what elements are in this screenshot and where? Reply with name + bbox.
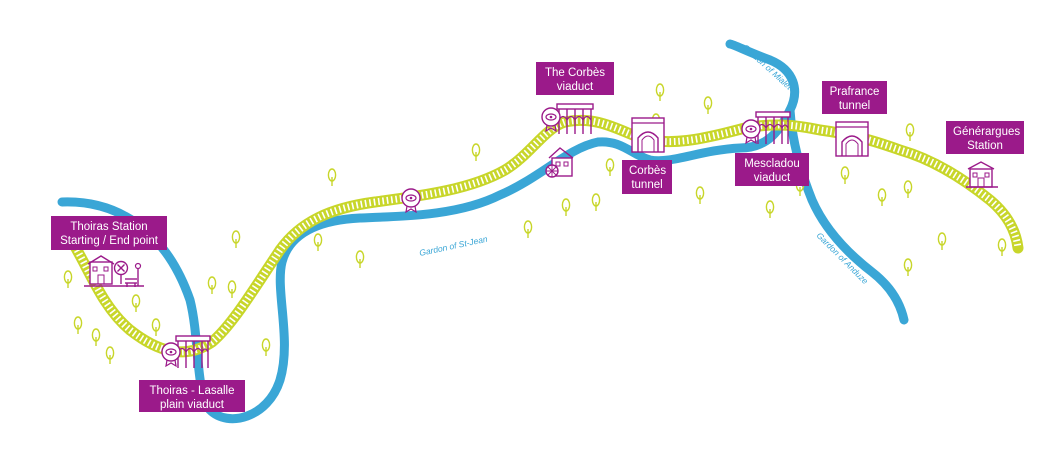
label-line: Thoiras - Lasalle: [149, 385, 235, 397]
station-building-icon: [966, 161, 998, 188]
no-entry-sign-icon: [113, 260, 129, 284]
station-building-icon: [87, 255, 115, 285]
tree-icon: [91, 328, 101, 347]
tree-icon: [355, 250, 365, 269]
label-line: Starting / End point: [60, 235, 158, 247]
river-label-st-jean: Gardon of St-Jean: [418, 234, 488, 258]
label-line: The Corbès: [544, 67, 606, 79]
label-line: Mescladou: [744, 158, 800, 170]
label-line: Thoiras Station: [70, 221, 148, 233]
street-lamp-icon: [134, 262, 142, 286]
river-gardon-anduze: [785, 105, 909, 325]
viewpoint-badge-icon: [741, 119, 761, 145]
tree-icon: [231, 230, 241, 249]
water-mill-house-icon: [545, 147, 574, 178]
tree-icon: [655, 83, 665, 102]
tree-icon: [207, 276, 217, 295]
tree-icon: [63, 270, 73, 289]
viewpoint-badge-icon: [161, 342, 181, 368]
rivers-layer: [57, 39, 909, 424]
tree-icon: [765, 200, 775, 219]
railway-track: [62, 114, 1024, 358]
railway-layer: [62, 114, 1024, 358]
tree-icon: [105, 346, 115, 365]
label-line: tunnel: [838, 100, 871, 112]
tree-icon: [605, 158, 615, 177]
tunnel-portal-icon: [631, 117, 665, 153]
label-corbes-viaduct: The Corbès viaduct: [536, 62, 614, 95]
label-mescladou-viaduct: Mescladou viaduct: [735, 153, 809, 186]
label-line: Générargues: [953, 126, 1021, 138]
tree-icon: [151, 318, 161, 337]
tree-icon: [523, 220, 533, 239]
tunnel-portal-icon: [835, 121, 869, 157]
tree-icon: [327, 168, 337, 187]
tree-icon: [903, 258, 913, 277]
tree-icon: [591, 193, 601, 212]
label-line: Corbès: [629, 165, 667, 177]
tree-icon: [703, 96, 713, 115]
tree-icon: [261, 338, 271, 357]
label-line: viaduct: [556, 81, 594, 93]
label-line: tunnel: [631, 179, 663, 191]
tree-icon: [73, 316, 83, 335]
tree-icon: [905, 123, 915, 142]
tree-icon: [877, 188, 887, 207]
tree-icon: [695, 186, 705, 205]
label-thoiras-lasalle-viaduct: Thoiras - Lasalle plain viaduct: [139, 380, 245, 412]
label-corbes-tunnel: Corbès tunnel: [622, 160, 672, 194]
tree-icon: [903, 180, 913, 199]
label-generargues-station: Générargues Station: [946, 121, 1024, 154]
label-line: Prafrance: [829, 86, 880, 98]
viaduct-arches-icon: [175, 335, 211, 368]
tree-icon: [131, 294, 141, 313]
tree-icon: [313, 233, 323, 252]
viewpoint-badge-icon: [401, 188, 421, 214]
tree-icon: [471, 143, 481, 162]
label-prafrance-tunnel: Prafrance tunnel: [822, 81, 887, 114]
railway-ties: [65, 116, 1022, 356]
river-gardon-st-jean: [57, 39, 800, 424]
tree-icon: [840, 166, 850, 185]
tree-icon: [937, 232, 947, 251]
label-thoiras-station: Thoiras Station Starting / End point: [51, 216, 167, 250]
label-line: plain viaduct: [160, 399, 224, 411]
tree-icon: [227, 280, 237, 299]
tree-icon: [997, 238, 1007, 257]
tree-icon: [561, 198, 571, 217]
label-line: Station: [967, 140, 1003, 152]
viewpoint-badge-icon: [541, 107, 561, 133]
label-line: viaduct: [753, 172, 791, 184]
